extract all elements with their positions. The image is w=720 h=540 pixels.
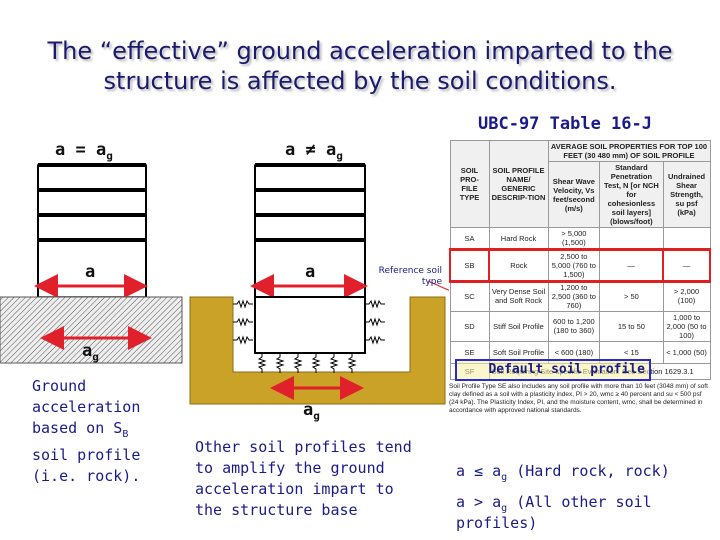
middle-ground-accel-label: ag (303, 400, 320, 422)
left-ground-accel-sub: g (92, 350, 99, 364)
cell-type: SB (449, 248, 490, 282)
soil-profile-table-container: SOIL PRO-FILE TYPE SOIL PROFILE NAME/ GE… (449, 140, 711, 430)
note-hard-rock-prefix: a ≤ a (456, 462, 502, 480)
left-caption-line-4: soil profile (32, 446, 141, 464)
left-caption-sub: B (122, 429, 129, 440)
default-soil-profile-callout: Default soil profile (455, 359, 651, 381)
left-caption: Ground acceleration based on SB soil pro… (32, 376, 140, 487)
left-equation: a = ag (55, 140, 113, 162)
cell-shear: > 5,000 (1,500) (547, 227, 601, 250)
cell-shear: 2,500 to 5,000 (760 to 1,500) (547, 248, 601, 282)
left-caption-line-3: based on SB (32, 418, 140, 445)
page-title: The “effective” ground acceleration impa… (47, 37, 673, 95)
middle-structure-accel-label: a (305, 262, 316, 282)
cell-undrained: > 2,000 (100) (662, 280, 711, 312)
header-spt: Standard Penetration Test, N [or NCH for… (599, 161, 664, 228)
left-ground-accel-label: ag (82, 341, 99, 363)
left-ground-accel-text: a (82, 341, 93, 361)
left-caption-line-5: (i.e. rock). (32, 467, 141, 485)
soil-springs-right (365, 299, 385, 345)
note-other-soils-prefix: a > a (456, 493, 502, 511)
middle-equation: a ≠ ag (285, 140, 343, 162)
soil-profile-table: SOIL PRO-FILE TYPE SOIL PROFILE NAME/ GE… (449, 140, 711, 380)
cell-spt: 15 to 50 (599, 310, 664, 342)
table-footnote: Soil Profile Type SE also includes any s… (449, 382, 708, 414)
soil-springs-left (233, 299, 253, 345)
left-caption-line-3-text: based on S (32, 419, 123, 437)
cell-shear: 600 to 1,200 (180 to 360) (547, 310, 601, 342)
middle-equation-text: a ≠ a (285, 140, 337, 160)
table-row-highlight: SB Rock 2,500 to 5,000 (760 to 1,500) — … (449, 247, 711, 283)
cell-name: Very Dense Soil and Soft Rock (488, 280, 549, 312)
cell-undrained (662, 227, 711, 250)
table-row: SC Very Dense Soil and Soft Rock 1,200 t… (449, 280, 711, 312)
left-caption-line-2: acceleration (32, 398, 141, 416)
middle-basement (254, 296, 366, 354)
cell-type: SC (449, 280, 490, 312)
header-type: SOIL PRO-FILE TYPE (449, 140, 490, 228)
table-reference: UBC-97 Table 16-J (478, 114, 652, 134)
note-other-soils-sub: g (501, 503, 508, 514)
left-equation-sub: g (106, 149, 113, 163)
note-other-soils: a > ag (All other soil profiles) (456, 493, 720, 532)
left-caption-line-1: Ground (32, 377, 87, 395)
header-name: SOIL PROFILE NAME/ GENERIC DESCRIP-TION (488, 140, 549, 228)
soil-springs-bottom (257, 353, 357, 373)
table-header-row: SOIL PRO-FILE TYPE SOIL PROFILE NAME/ GE… (449, 140, 711, 228)
header-group: AVERAGE SOIL PROPERTIES FOR TOP 100 FEET… (547, 140, 711, 162)
note-hard-rock-sub: g (501, 472, 508, 483)
header-shear: Shear Wave Velocity, Vs feet/second (m/s… (547, 161, 601, 228)
middle-caption: Other soil profiles tend to amplify the … (195, 438, 412, 519)
note-hard-rock: a ≤ ag (Hard rock, rock) (456, 462, 670, 483)
reference-soil-label: Reference soil type (378, 266, 442, 287)
cell-name: Stiff Soil Profile (488, 310, 549, 342)
note-hard-rock-suffix: (Hard rock, rock) (507, 462, 670, 480)
cell-type: SD (449, 310, 490, 342)
cell-undrained: < 1,000 (50) (662, 340, 711, 364)
cell-spt (599, 227, 664, 250)
cell-type: SA (449, 227, 490, 250)
table-row: SE Soft Soil Profile < 600 (180) < 15 < … (449, 340, 711, 364)
table-row: SD Stiff Soil Profile 600 to 1,200 (180 … (449, 310, 711, 342)
cell-undrained: 1,000 to 2,000 (50 to 100) (662, 310, 711, 342)
cell-name: Rock (488, 248, 549, 282)
left-structure-accel-label: a (85, 262, 96, 282)
left-equation-text: a = a (55, 140, 107, 160)
middle-ground-accel-sub: g (313, 409, 320, 423)
table-row: SA Hard Rock > 5,000 (1,500) (449, 227, 711, 250)
cell-spt: — (599, 248, 664, 282)
middle-equation-sub: g (336, 149, 343, 163)
table-subheader-row: Shear Wave Velocity, Vs feet/second (m/s… (450, 161, 711, 228)
middle-ground-accel-text: a (303, 400, 314, 420)
cell-spt: > 50 (599, 280, 664, 312)
header-undrained: Undrained Shear Strength, su psf (kPa) (662, 161, 711, 228)
cell-shear: 1,200 to 2,500 (360 to 760) (547, 280, 601, 312)
note-other-soils-suffix: (All other soil profiles) (456, 493, 652, 532)
cell-name: Hard Rock (488, 227, 549, 250)
cell-undrained: — (662, 248, 711, 282)
